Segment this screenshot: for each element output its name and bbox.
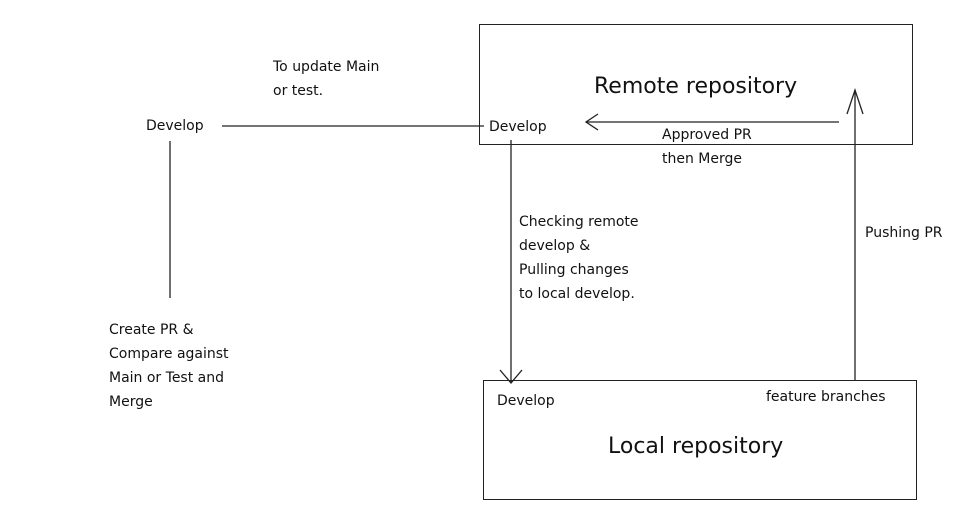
pull-arrow-head (499, 369, 523, 385)
remote-repository-box (479, 24, 913, 145)
remote-repository-title: Remote repository (594, 74, 798, 99)
merge-arrow-head (584, 113, 599, 131)
push-note: Pushing PR (865, 225, 943, 241)
local-repository-title: Local repository (608, 434, 784, 459)
create-pr-note: Create PR & Compare against Main or Test… (109, 322, 229, 410)
remote-develop-label: Develop (489, 119, 547, 135)
push-arrow-head (846, 87, 864, 115)
update-note: To update Main or test. (273, 59, 380, 99)
pull-note: Checking remote develop & Pulling change… (519, 214, 639, 302)
external-develop-label: Develop (146, 118, 204, 134)
feature-branches-label: feature branches (766, 389, 886, 405)
local-develop-label: Develop (497, 393, 555, 409)
merge-note: Approved PR then Merge (662, 127, 752, 167)
local-repository-box (483, 380, 917, 500)
